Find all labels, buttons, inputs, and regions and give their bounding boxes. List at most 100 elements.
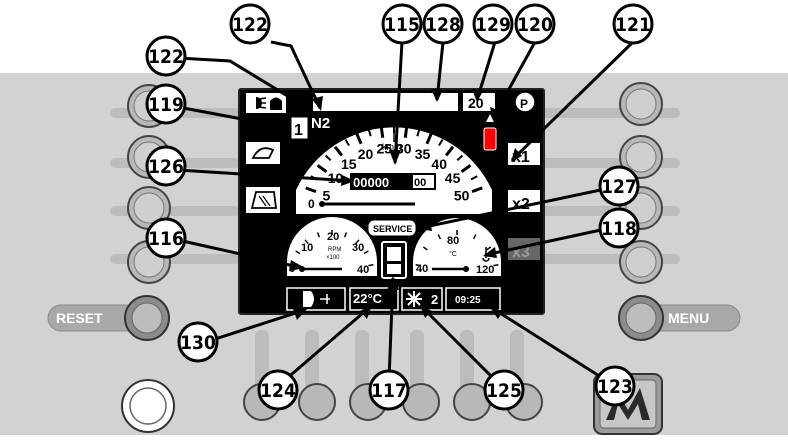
panel-vertical-slots	[255, 330, 524, 390]
temp-unit: °C	[449, 250, 457, 258]
callout-122-left: 122	[148, 46, 184, 68]
rpm-tick	[295, 250, 301, 255]
range-box-left	[290, 116, 309, 140]
temp-tick-120: 120	[476, 264, 494, 276]
callout-120: 120	[517, 14, 553, 36]
washer-icon	[250, 191, 278, 209]
callout-118: 118	[601, 218, 637, 240]
callout-129: 129	[475, 14, 511, 36]
temp-tick	[493, 263, 499, 267]
bottom-box-1	[286, 287, 346, 311]
speedometer-tick-label: 40	[431, 156, 447, 172]
speedometer-tick-label: 45	[445, 170, 461, 186]
rpm-tick	[368, 263, 374, 267]
implement-icon	[303, 291, 314, 307]
speedometer-tick	[416, 129, 421, 137]
speedometer-tick-label: 20	[358, 146, 374, 162]
temp-tick	[422, 246, 428, 251]
bottom-button-2[interactable]	[298, 383, 336, 421]
rpm-tick-20: 20	[327, 231, 339, 243]
gear-indicator: N2	[311, 115, 330, 132]
speedometer-tick	[316, 164, 328, 173]
callout-116: 116	[148, 228, 184, 250]
speedometer-tick-label: 10	[328, 170, 344, 186]
speedometer-tick	[438, 139, 444, 147]
temp-tick	[486, 246, 492, 251]
rpm-tick	[316, 232, 321, 238]
speedometer-tick	[460, 164, 472, 173]
odometer-main: 00000	[353, 175, 389, 190]
reset-label: RESET	[56, 310, 103, 326]
speedometer-tick	[403, 126, 409, 138]
rpm-tick	[304, 239, 309, 245]
bottom-box-2	[349, 287, 399, 311]
rpm-tick	[355, 239, 360, 245]
speedometer-tick	[425, 133, 433, 145]
message-bar	[313, 93, 458, 111]
temperature-gauge-face	[413, 218, 501, 276]
beacon-icon	[270, 97, 282, 110]
rpm-gauge: 0 10 20 30 40 RPM ×100	[287, 217, 377, 276]
rpm-tick-40: 40	[357, 264, 369, 276]
parking-brake-icon	[514, 91, 536, 113]
speedometer-tick-label: 15	[341, 156, 357, 172]
callout-numbers: 115 122 122 119 128 129 120 121 126 127 …	[148, 14, 651, 402]
speedometer-tick	[367, 129, 372, 137]
temp-tick	[437, 234, 442, 240]
leader-lines	[177, 40, 635, 388]
speedometer-tick-label: 50	[454, 187, 470, 203]
speedometer-tick	[305, 186, 317, 194]
value-box	[463, 93, 495, 111]
rpm-tick-30: 30	[352, 242, 364, 254]
callout-124: 124	[260, 380, 296, 402]
speedometer-tick-label: 25	[376, 141, 392, 157]
callout-126: 126	[148, 156, 184, 178]
temp-tick	[472, 234, 477, 240]
bottom-box-4	[445, 287, 501, 311]
temp-reading: 22°C	[353, 291, 383, 306]
top-status-row: N2 20 P	[246, 91, 536, 132]
temp-tick	[415, 263, 421, 267]
temp-tick-80: 80	[447, 235, 459, 247]
rpm-tick-10: 10	[301, 242, 313, 254]
callout-122-top: 122	[232, 14, 268, 36]
callout-123: 123	[597, 376, 633, 398]
temperature-gauge: 40 80 120 °C	[413, 218, 501, 276]
range-box-right-1	[508, 143, 540, 165]
leader-arrowheads	[276, 89, 522, 320]
callout-markers	[145, 3, 654, 411]
rpm-unit-bottom: ×100	[326, 255, 340, 261]
speedometer-ticks	[305, 126, 483, 194]
speedometer-tick	[471, 186, 483, 194]
speedometer-tick	[379, 126, 385, 138]
right-side-buttons[interactable]	[619, 82, 663, 284]
callout-117: 117	[371, 380, 407, 402]
bar-zero: 0	[308, 197, 315, 211]
speedometer-tick	[324, 154, 332, 162]
wiper-icon	[251, 147, 275, 159]
callout-128: 128	[425, 14, 461, 36]
temp-tick-40: 40	[416, 263, 428, 275]
speedometer-tick	[355, 133, 363, 145]
speedometer-tick-label: 5	[322, 187, 330, 203]
odometer-decimal: 00	[414, 177, 426, 189]
speedometer-face	[296, 127, 492, 214]
speedometer-tick	[456, 154, 464, 162]
speedometer-tick	[444, 145, 455, 157]
bottom-status-bar: 22°C 2 09:25	[286, 287, 501, 311]
callout-115: 115	[384, 14, 420, 36]
range-left-value: 1	[294, 122, 303, 139]
wiper-box	[246, 142, 280, 164]
clock: 09:25	[455, 295, 481, 306]
arrow-up-icon	[486, 114, 494, 122]
speedometer-tick	[333, 145, 344, 157]
rpm-tick	[363, 250, 369, 255]
rpm-tick	[343, 232, 348, 238]
rpm-gauge-face	[287, 217, 377, 276]
menu-label: MENU	[668, 310, 709, 326]
speedometer-tick	[344, 139, 350, 147]
callout-121: 121	[615, 14, 651, 36]
